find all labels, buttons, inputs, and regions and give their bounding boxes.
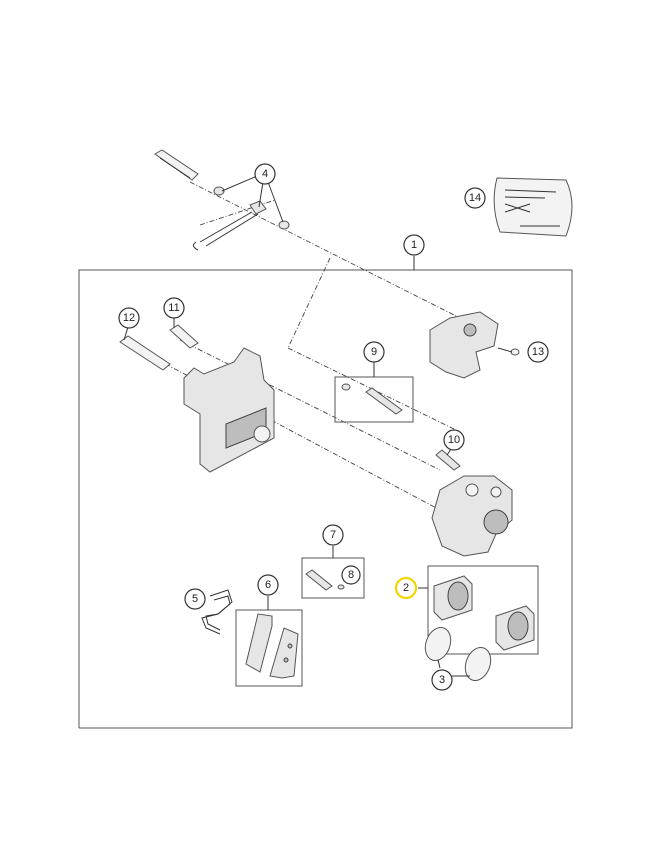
leader-3a (437, 659, 441, 669)
leader-10 (446, 448, 452, 456)
callout-label-9: 9 (371, 346, 377, 358)
caliper-label-part (493, 177, 573, 237)
callout-label-4: 4 (262, 168, 268, 180)
caliper-body-part (431, 475, 513, 557)
callout-9: 9 (363, 341, 385, 363)
piston-seals-part (424, 627, 492, 681)
callout-8: 8 (341, 565, 361, 585)
callout-4: 4 (254, 163, 276, 185)
callout-13: 13 (527, 341, 549, 363)
callout-7: 7 (322, 524, 344, 546)
pad-pin-part (305, 569, 345, 591)
leader-4c (267, 181, 284, 223)
callout-label-6: 6 (265, 579, 271, 591)
leader-4a (221, 175, 258, 192)
brake-pads-part (245, 613, 299, 679)
leader-4b (258, 181, 264, 208)
callout-label-11: 11 (168, 302, 179, 314)
leader-12 (123, 326, 129, 341)
callout-11: 11 (163, 297, 185, 319)
callout-6: 6 (257, 574, 279, 596)
assembly-frame (78, 269, 573, 729)
callout-label-7: 7 (330, 529, 336, 541)
pad-kit-box (235, 609, 303, 687)
callout-10: 10 (443, 429, 465, 451)
callout-2[interactable]: 2 (394, 576, 418, 600)
pad-spring-part (201, 589, 233, 635)
bleed-screw-part (435, 449, 461, 471)
bleeder-bolt-part (154, 149, 290, 251)
callout-label-2: 2 (403, 582, 409, 594)
callout-label-10: 10 (448, 434, 460, 446)
callout-label-1: 1 (411, 239, 417, 251)
caliper-upper-part (429, 311, 520, 379)
mounting-bolts-part (119, 324, 199, 371)
slide-pin-part (341, 383, 403, 415)
callout-label-14: 14 (469, 192, 481, 204)
assembly-lines (129, 181, 461, 511)
callout-label-13: 13 (532, 346, 544, 358)
callout-14: 14 (464, 187, 486, 209)
callout-label-5: 5 (192, 593, 198, 605)
callout-3: 3 (431, 669, 453, 691)
caliper-bracket-part (183, 347, 275, 473)
callout-label-8: 8 (348, 569, 354, 581)
callout-label-3: 3 (439, 674, 445, 686)
pistons-part (433, 575, 535, 651)
callout-label-12: 12 (123, 312, 135, 324)
callout-12: 12 (118, 307, 140, 329)
callout-1: 1 (403, 234, 425, 256)
callout-5: 5 (184, 588, 206, 610)
